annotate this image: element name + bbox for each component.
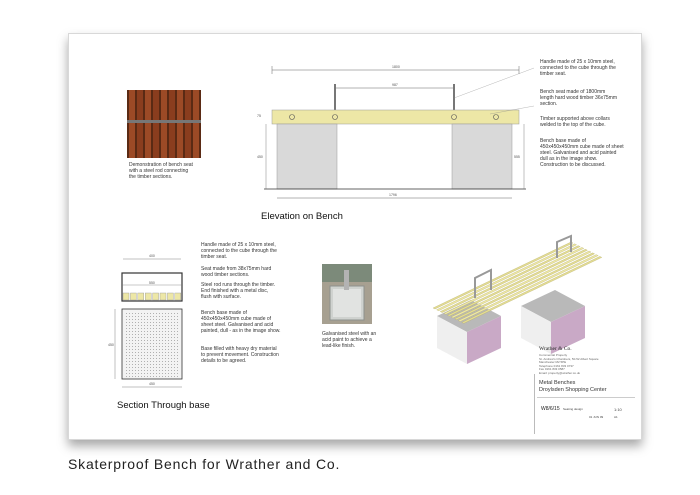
- project-name: Metal Benches: [539, 380, 576, 386]
- steel-photo-caption: Galvanised steel with an acid paint to a…: [322, 331, 377, 349]
- section-dim-mid: 550: [149, 281, 155, 285]
- section-callout-1: Handle made of 25 x 10mm steel, connecte…: [201, 242, 277, 260]
- section-drawing: 400 550 450 450: [108, 254, 183, 388]
- section-slat: [174, 292, 182, 301]
- title-block: [534, 374, 635, 434]
- render-slat: [447, 249, 588, 317]
- photo-rod: [127, 120, 201, 123]
- section-slat: [145, 292, 152, 301]
- section-callout-5: Base filled with heavy dry material to p…: [201, 346, 279, 364]
- timber-seat: [271, 109, 520, 125]
- dim-overall: 1800: [392, 65, 400, 69]
- render-slat: [461, 256, 603, 324]
- dim-height-right: 555: [514, 155, 520, 159]
- photo-slat: [145, 90, 151, 158]
- photo-slat: [153, 90, 159, 158]
- elevation-drawing: 1800 987 450 555 75 1796: [257, 65, 534, 199]
- drawing-scale: 1:10: [614, 407, 622, 412]
- section-callout-4: Bench base made of 450x450x450mm cube ma…: [201, 310, 281, 334]
- dim-inner: 987: [392, 83, 398, 87]
- elevation-heading: Elevation on Bench: [261, 211, 343, 222]
- section-heading: Section Through base: [117, 400, 210, 411]
- section-slat: [167, 292, 174, 301]
- dim-top: 75: [257, 114, 261, 118]
- dim-base: 1796: [389, 193, 397, 197]
- elevation-callout-2: Bench seat made of 1800mm length hard wo…: [540, 89, 617, 107]
- section-slat: [159, 292, 167, 301]
- drawing-revision: A1: [614, 415, 618, 419]
- title-block-grid: [537, 397, 635, 424]
- page-caption: Skaterproof Bench for Wrather and Co.: [68, 456, 341, 472]
- section-slat: [152, 292, 159, 301]
- steel-photo: [322, 264, 372, 324]
- render-slat: [454, 252, 595, 320]
- photo-slat: [169, 90, 175, 158]
- elevation-callout-4: Bench base made of 450x450x450mm cube ma…: [540, 138, 624, 168]
- section-dim-top: 400: [149, 254, 155, 258]
- section-callout-2: Seat made from 38x75mm hard wood timber …: [201, 266, 272, 278]
- section-dim-side: 450: [108, 343, 114, 347]
- photo-slat: [129, 90, 135, 158]
- cube-right: [451, 123, 513, 190]
- photo-slat: [185, 90, 191, 158]
- section-slat: [122, 292, 130, 301]
- drawing-date: 01 JUN 09: [589, 415, 604, 419]
- seat-photo: [127, 90, 201, 158]
- render-slat: [457, 254, 599, 322]
- section-slat: [137, 292, 144, 301]
- photo-slat: [161, 90, 167, 158]
- photo-slat: [193, 90, 199, 158]
- section-dim-bottom: 450: [149, 382, 155, 386]
- elevation-callout-1: Handle made of 25 x 10mm steel, connecte…: [540, 59, 616, 77]
- drawing-sheet: Demonstration of bench seat with a steel…: [68, 33, 642, 440]
- render-slat: [436, 243, 577, 311]
- site-name: Droylsden Shopping Center: [539, 387, 607, 393]
- drawing-number: W8/6/15: [541, 406, 560, 412]
- company-name: Wrather & Co.: [539, 346, 572, 352]
- render-slat: [443, 247, 585, 315]
- dim-height-left: 450: [257, 155, 263, 159]
- elevation-callout-3: Timber supported above collars welded to…: [540, 116, 610, 128]
- section-slat: [130, 292, 137, 301]
- render-slat: [432, 241, 574, 310]
- photo-slat: [177, 90, 183, 158]
- bench-render: [432, 234, 603, 364]
- render-slat: [450, 250, 592, 319]
- section-callout-3: Steel rod runs through the timber. End f…: [201, 282, 276, 300]
- drawing-description: Seating design: [563, 407, 583, 411]
- photo-slat: [137, 90, 143, 158]
- seat-photo-caption: Demonstration of bench seat with a steel…: [129, 162, 193, 180]
- company-address: Commercial Property St. Andrew's Chamber…: [539, 353, 599, 375]
- cube-left: [276, 123, 338, 190]
